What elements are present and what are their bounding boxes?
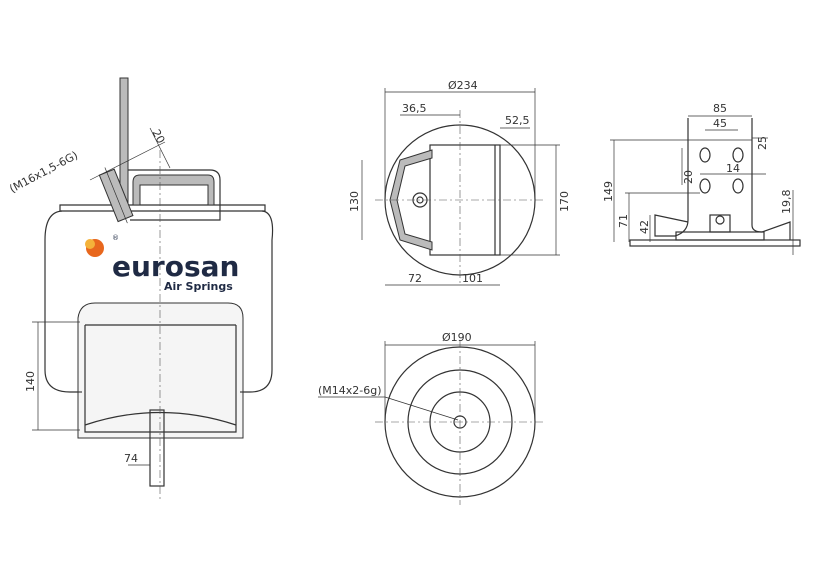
svg-text:42: 42 (638, 220, 651, 234)
brand-subtitle: Air Springs (164, 280, 233, 293)
bottom-diameter-label: Ø190 (442, 331, 472, 344)
bracket-view: 85 45 25 20 14 149 71 42 19,8 (602, 102, 801, 255)
bottom-view: Ø190 (M14x2-6g) (318, 331, 545, 505)
svg-text:®: ® (112, 234, 119, 242)
svg-text:52,5: 52,5 (505, 114, 530, 127)
thread-label: (M16x1,5-6G) (7, 149, 80, 196)
svg-text:72: 72 (408, 272, 422, 285)
piston (77, 302, 244, 439)
top-view: Ø234 36,5 52,5 130 170 72 101 (348, 79, 571, 286)
angled-bolt (98, 167, 134, 224)
piston-height-label: 140 (24, 371, 37, 392)
svg-text:36,5: 36,5 (402, 102, 427, 115)
top-diameter-label: Ø234 (448, 79, 478, 92)
svg-text:101: 101 (462, 272, 483, 285)
svg-text:85: 85 (713, 102, 727, 115)
bottom-thread-label: (M14x2-6g) (318, 384, 382, 397)
bottom-stud (149, 409, 165, 487)
eurosan-logo: ® eurosan Air Springs (85, 234, 239, 293)
top-plate (59, 204, 266, 212)
svg-text:19,8: 19,8 (780, 190, 793, 215)
svg-text:71: 71 (617, 214, 630, 228)
svg-text:130: 130 (348, 191, 361, 212)
svg-text:45: 45 (713, 117, 727, 130)
stud-offset-label: 74 (124, 452, 138, 465)
svg-text:170: 170 (558, 191, 571, 212)
svg-text:20: 20 (682, 170, 695, 184)
bellows-left (44, 210, 82, 393)
svg-text:14: 14 (726, 162, 740, 175)
svg-text:149: 149 (602, 181, 615, 202)
svg-text:25: 25 (756, 136, 769, 150)
bellows-right (240, 210, 274, 393)
top-cap (132, 174, 215, 206)
brand-name: eurosan (112, 250, 239, 283)
bolt-length-label: 20 (149, 127, 167, 145)
